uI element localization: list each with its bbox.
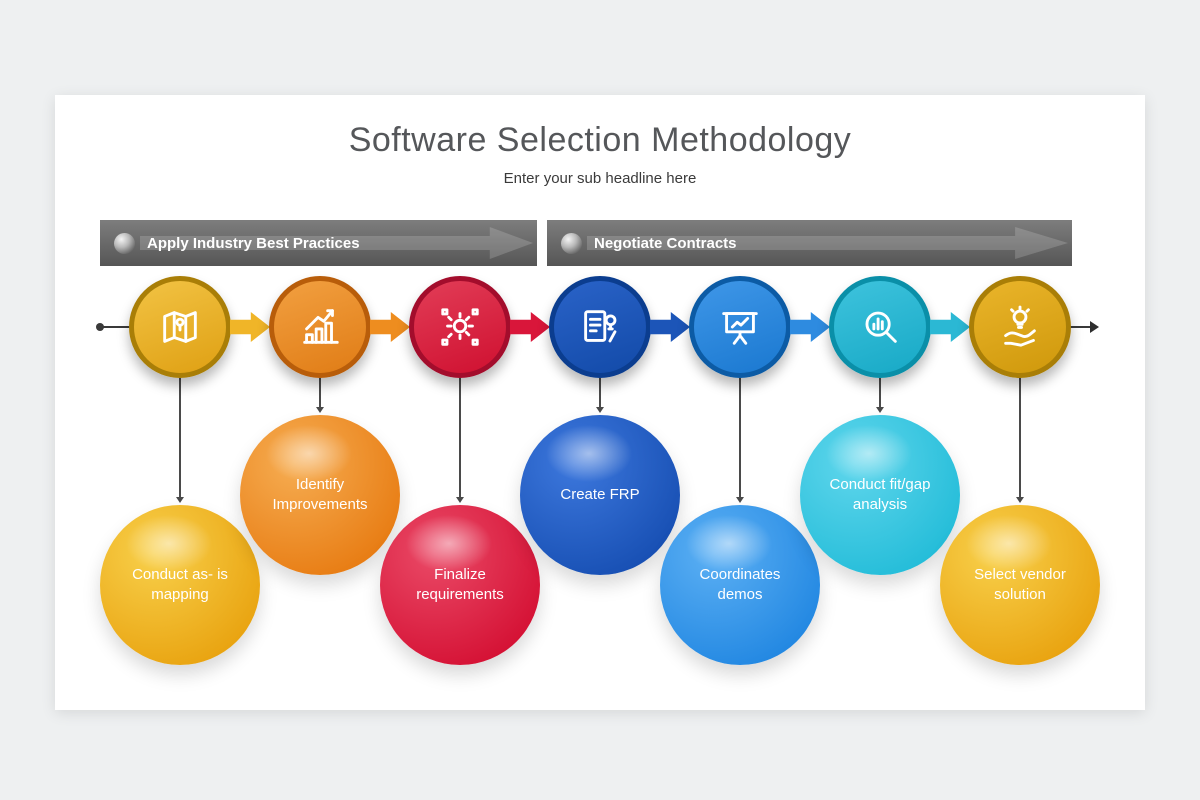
bubble: Conduct as- is mapping bbox=[100, 505, 260, 665]
banner-negotiate-contracts: Negotiate Contracts bbox=[547, 220, 1072, 266]
bubble: Conduct fit/gap analysis bbox=[800, 415, 960, 575]
search-analysis-icon bbox=[865, 311, 897, 343]
subtitle: Enter your sub headline here bbox=[503, 170, 697, 187]
step-node bbox=[829, 276, 931, 378]
bubble: Select vendor solution bbox=[940, 505, 1100, 665]
step-create-frp: Create FRP bbox=[55, 95, 1145, 710]
bubble-label: Select vendor solution bbox=[974, 565, 1066, 603]
bubble: Finalize requirements bbox=[380, 505, 540, 665]
sphere-bullet-icon bbox=[114, 232, 135, 254]
banner-label: Apply Industry Best Practices bbox=[147, 234, 360, 252]
step-conduct-fit-gap-analysis: Conduct fit/gap analysis bbox=[55, 95, 1145, 710]
growth-chart-icon bbox=[303, 309, 339, 344]
idea-hand-icon bbox=[1004, 305, 1036, 347]
gears-icon bbox=[441, 308, 479, 346]
map-icon bbox=[163, 311, 197, 343]
step-node bbox=[969, 276, 1071, 378]
bubble: Identify Improvements bbox=[240, 415, 400, 575]
document-idea-icon bbox=[584, 310, 617, 343]
page-title: Software Selection Methodology bbox=[348, 121, 852, 159]
bubble-label: Finalize requirements bbox=[416, 565, 504, 603]
connector-arrow bbox=[596, 378, 603, 413]
step-node bbox=[129, 276, 231, 378]
connector-arrow bbox=[316, 378, 323, 413]
connector-arrow bbox=[456, 378, 463, 503]
step-select-vendor-solution: Select vendor solution bbox=[55, 95, 1145, 710]
bubble-label: Coordinates demos bbox=[699, 565, 781, 603]
bubble: Create FRP bbox=[520, 415, 680, 575]
timeline-start-line bbox=[100, 326, 130, 328]
step-identify-improvements: Identify Improvements bbox=[55, 95, 1145, 710]
step-coordinates-demos: Coordinates demos bbox=[55, 95, 1145, 710]
presentation-chart-icon bbox=[722, 312, 758, 345]
connector-arrow bbox=[1016, 378, 1023, 503]
bubble: Coordinates demos bbox=[660, 505, 820, 665]
step-node bbox=[689, 276, 791, 378]
connector-arrow bbox=[176, 378, 183, 503]
step-node bbox=[409, 276, 511, 378]
sphere-bullet-icon bbox=[561, 232, 582, 254]
step-finalize-requirements: Finalize requirements bbox=[55, 95, 1145, 710]
bubble-label: Conduct as- is mapping bbox=[132, 565, 228, 603]
bubble-label: Create FRP bbox=[560, 485, 640, 503]
step-node bbox=[269, 276, 371, 378]
step-conduct-as-is-mapping: Conduct as- is mapping bbox=[55, 95, 1145, 710]
bubble-label: Conduct fit/gap analysis bbox=[829, 475, 931, 513]
bubble-label: Identify Improvements bbox=[272, 475, 368, 513]
banner-apply-industry-best-practices: Apply Industry Best Practices bbox=[100, 220, 537, 266]
banner-label: Negotiate Contracts bbox=[594, 234, 737, 252]
connector-arrow bbox=[736, 378, 743, 503]
timeline-end-line bbox=[1067, 326, 1091, 328]
slide: Software Selection Methodology Enter you… bbox=[55, 95, 1145, 710]
step-node bbox=[549, 276, 651, 378]
connector-arrow bbox=[876, 378, 883, 413]
timeline-end-arrow-icon bbox=[1090, 321, 1099, 333]
